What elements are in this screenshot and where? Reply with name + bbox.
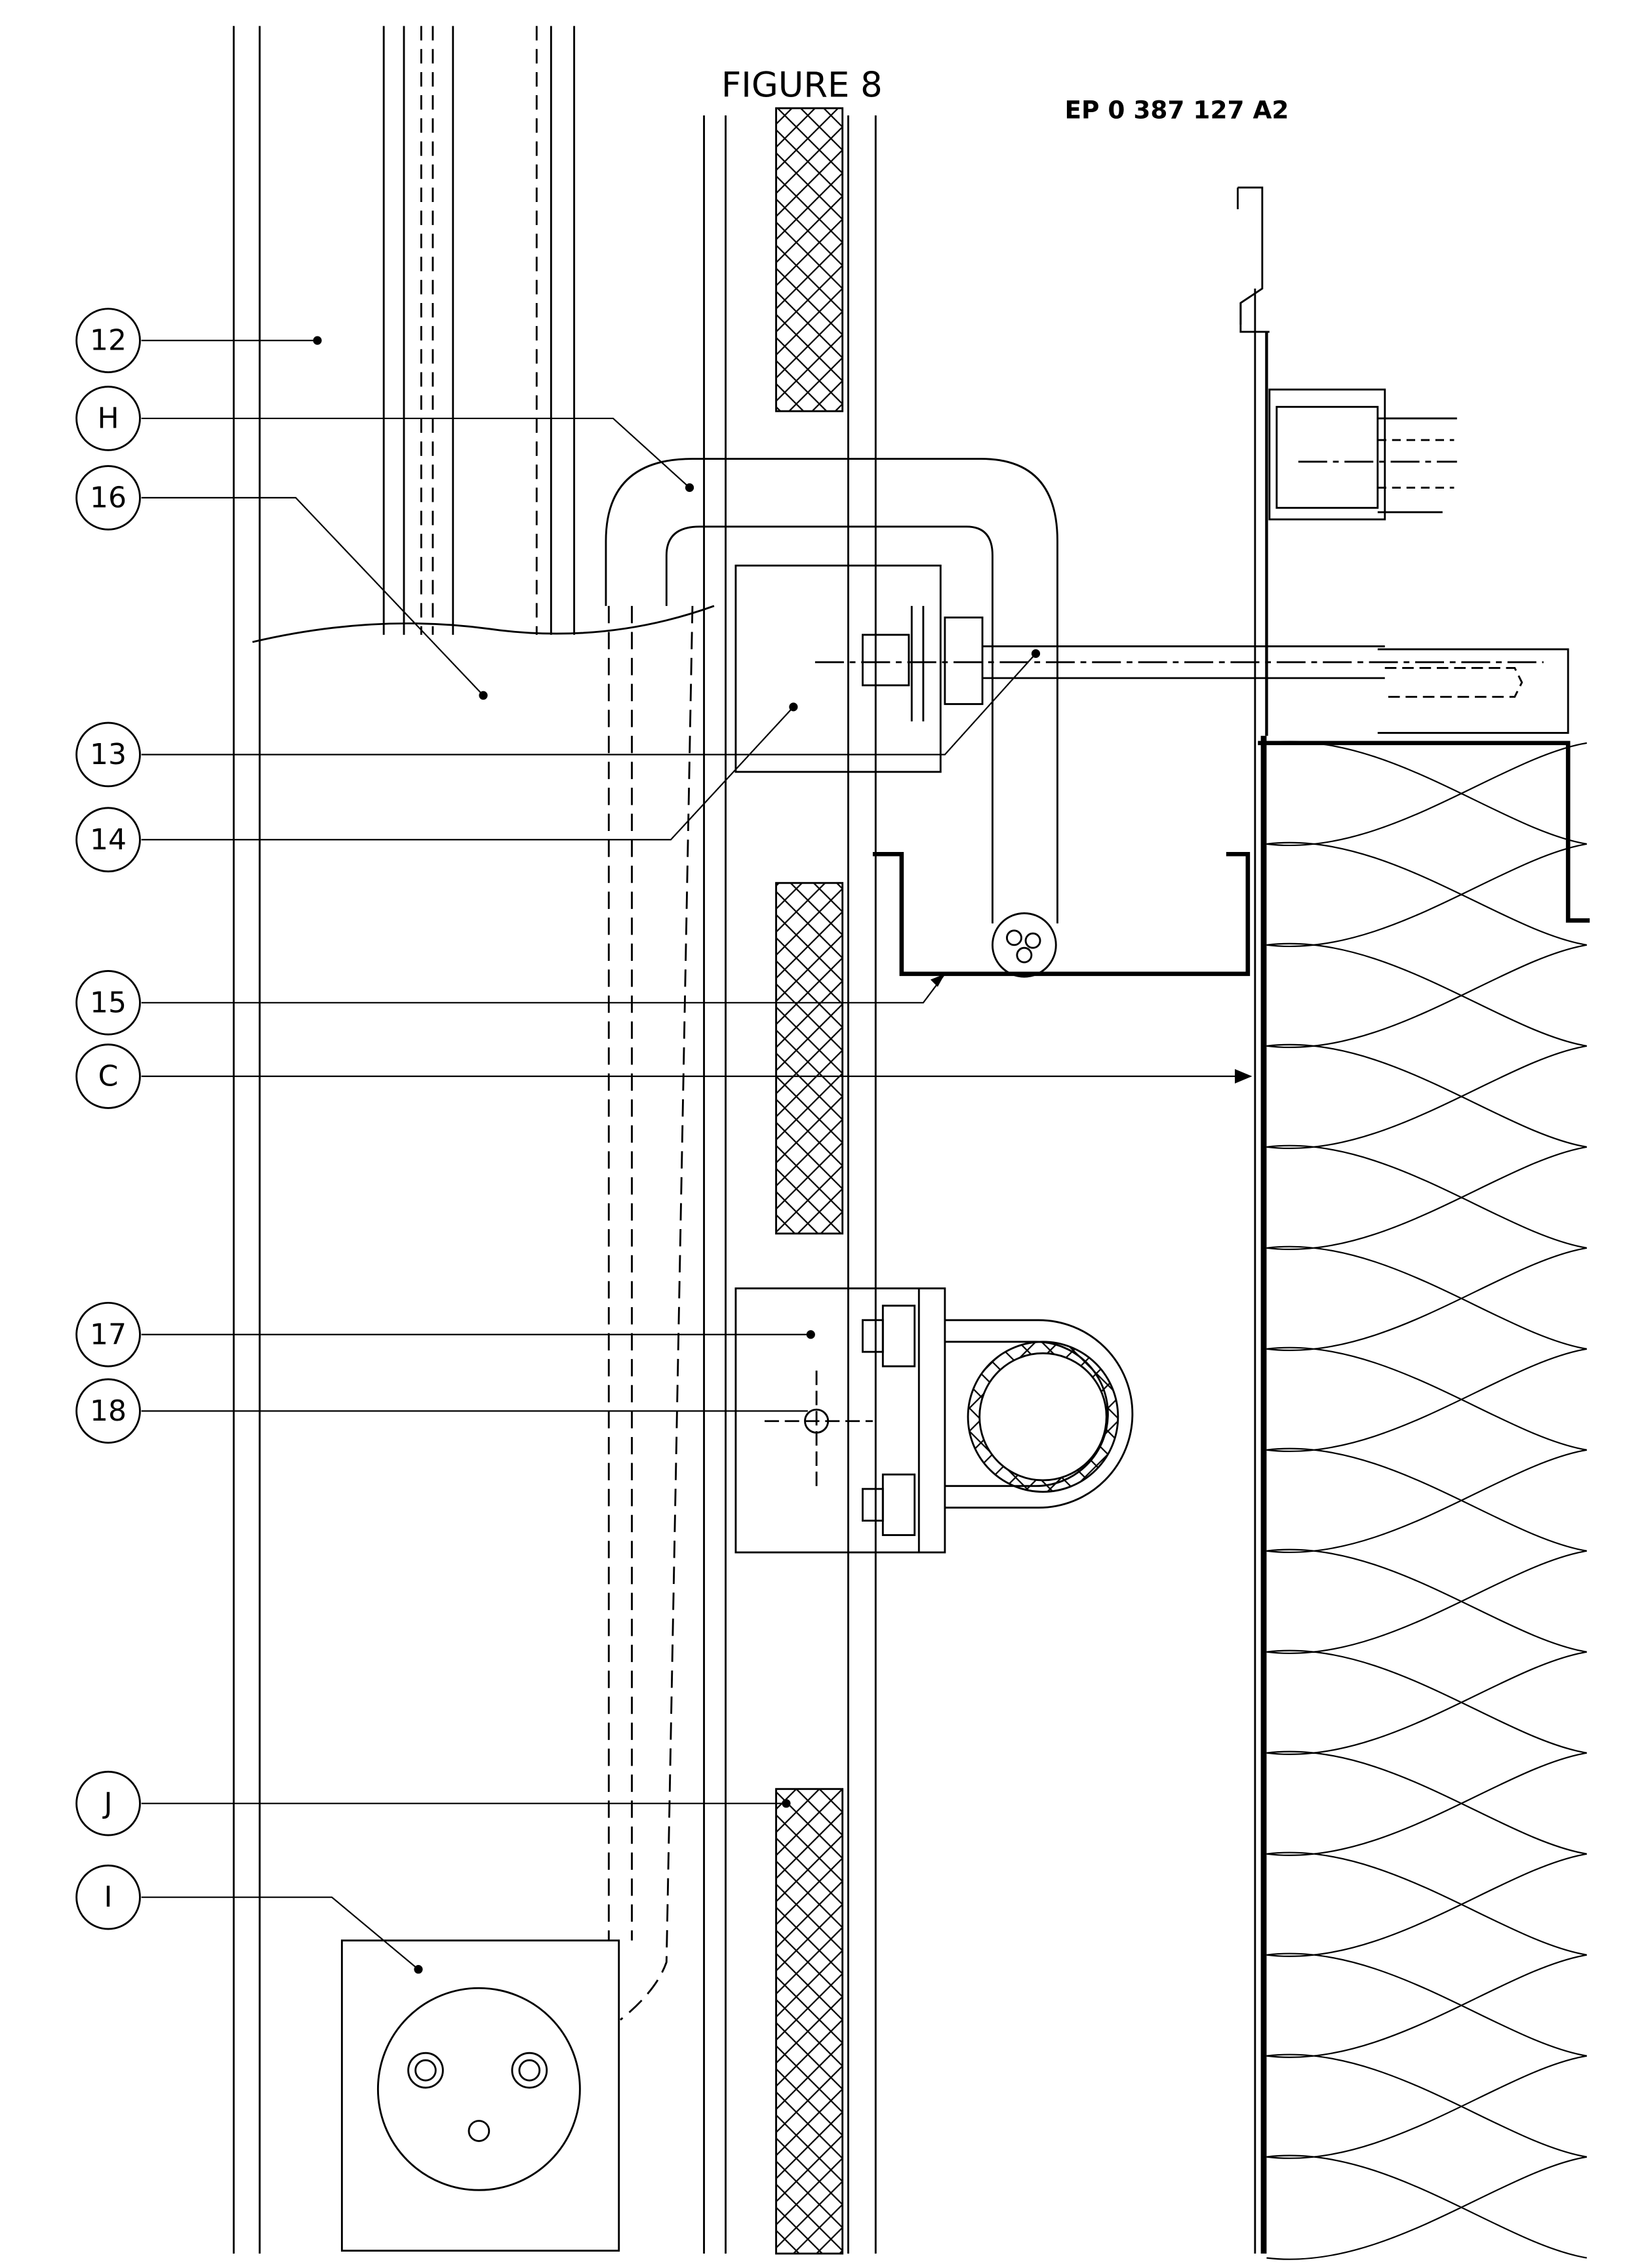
reference-label-13: 13: [75, 721, 141, 788]
label-circle: [75, 969, 141, 1036]
label-text: I: [104, 1880, 113, 1914]
reference-label-I: I: [75, 1864, 141, 1930]
label-text: 16: [90, 481, 127, 514]
label-circle: [75, 465, 141, 531]
label-circle: [75, 1043, 141, 1109]
label-text: 18: [90, 1394, 127, 1428]
label-text: 14: [90, 823, 127, 857]
hatched-strips: [775, 107, 844, 2255]
label-text: J: [102, 1787, 113, 1820]
reference-label-C: C: [75, 1043, 141, 1109]
reference-label-18: 18: [75, 1378, 141, 1444]
label-circle: [75, 1864, 141, 1930]
reference-label-16: 16: [75, 465, 141, 531]
leader-dots: [313, 336, 1253, 1974]
reference-labels: 12H 16 13 14 15C 17 18J I: [75, 308, 141, 1930]
label-circle: [75, 1770, 141, 1836]
label-circle: [75, 308, 141, 373]
publication-number: EP 0 387 127 A2: [1064, 95, 1289, 124]
label-circle: [75, 386, 141, 451]
label-circle: [75, 1301, 141, 1367]
label-circle: [75, 721, 141, 788]
figure-title: FIGURE 8: [721, 65, 883, 105]
label-circle: [75, 807, 141, 873]
reference-label-J: J: [75, 1770, 141, 1836]
wall-lines: [232, 26, 1590, 2254]
label-text: 13: [90, 738, 127, 771]
reference-label-12: 12: [75, 308, 141, 373]
label-circle: [75, 1378, 141, 1444]
label-text: 17: [90, 1318, 127, 1351]
reference-label-17: 17: [75, 1301, 141, 1367]
label-text: C: [98, 1060, 119, 1093]
insulation: [1266, 740, 1587, 2260]
reference-label-15: 15: [75, 969, 141, 1036]
reference-label-14: 14: [75, 807, 141, 873]
leaders: [141, 340, 1244, 1970]
label-text: 12: [90, 324, 127, 357]
label-text: H: [97, 401, 119, 435]
insulation-waves: [1266, 740, 1587, 2260]
reference-label-H: H: [75, 386, 141, 451]
label-text: 15: [90, 986, 127, 1019]
